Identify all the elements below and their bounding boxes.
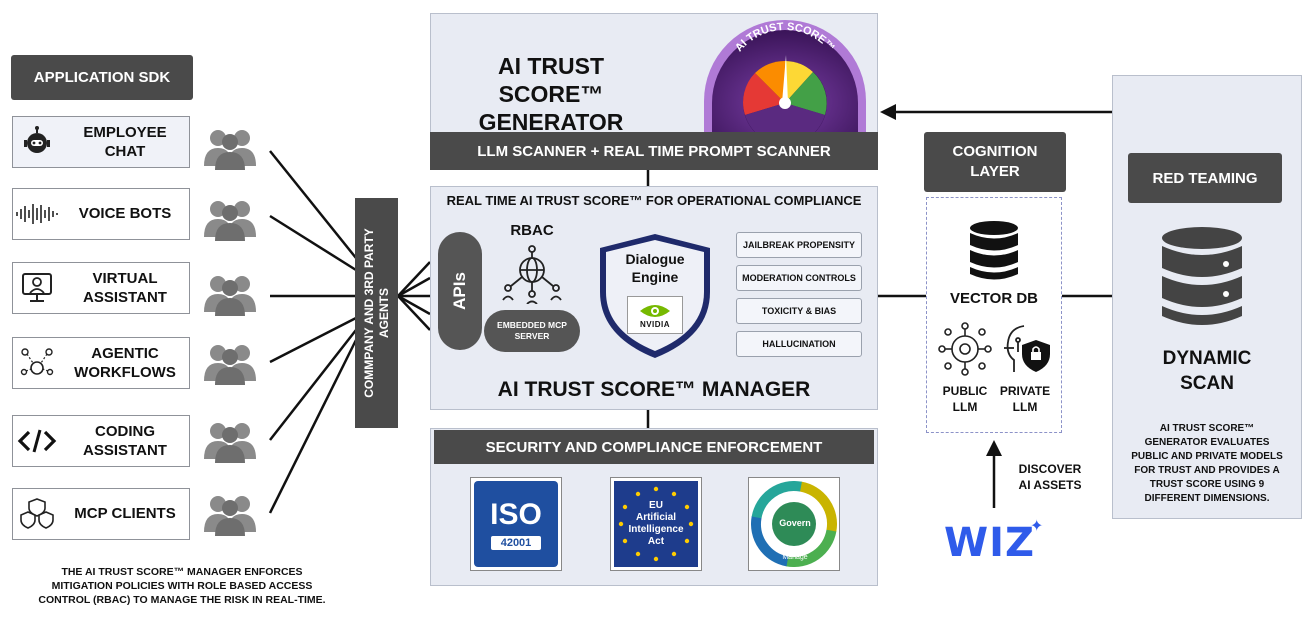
sdk-item-label: EMPLOYEE CHAT	[83, 123, 167, 161]
trust-gauge-icon: AI TRUST SCORE™	[704, 20, 866, 133]
private-llm-label: PRIVATE LLM	[999, 384, 1051, 414]
sdk-item-agentic-workflows[interactable]: AGENTIC WORKFLOWS	[12, 337, 190, 389]
iso-number: 42001	[490, 536, 542, 550]
nvidia-eye-icon	[640, 304, 670, 317]
sdk-item-voice-bots[interactable]: VOICE BOTS	[12, 188, 190, 240]
rbac-network-icon	[502, 245, 562, 304]
sdk-item-label: AGENTIC WORKFLOWS	[74, 344, 176, 382]
red-team-description: AI TRUST SCORE™ GENERATOR EVALUATES PUBL…	[1131, 423, 1283, 504]
agents-bar: COMMPANY AND 3RD PARTY AGENTS	[355, 198, 398, 428]
rbac-label: RBAC	[510, 222, 554, 239]
sdk-item-label: VIRTUAL ASSISTANT	[83, 269, 167, 307]
sdk-item-label: VOICE BOTS	[78, 205, 172, 223]
apis-pill[interactable]: APIs	[438, 232, 482, 350]
check-moderation[interactable]: MODERATION CONTROLS	[736, 265, 862, 291]
dynamic-scan-label: DYNAMIC SCAN	[1162, 348, 1252, 394]
iso-label: ISO	[490, 498, 542, 531]
sdk-item-employee-chat[interactable]: EMPLOYEE CHAT	[12, 116, 190, 168]
users-icon	[204, 276, 256, 316]
dialogue-engine-label: Dialogue Engine	[625, 251, 685, 286]
nist-rmf-badge[interactable]: Govern Manage	[748, 477, 840, 571]
sdk-item-label: MCP CLIENTS	[74, 505, 176, 523]
apis-label: APIs	[449, 272, 469, 310]
code-icon	[17, 429, 57, 453]
dynamic-scan-database-icon	[1162, 227, 1242, 325]
database-icon	[970, 221, 1018, 280]
cognition-panel	[926, 197, 1062, 433]
cognition-title: COGNITION LAYER	[924, 132, 1066, 192]
mcp-server-pill[interactable]: EMBEDDED MCP SERVER	[484, 310, 580, 352]
nist-govern-label: Govern	[779, 518, 811, 528]
waveform-icon	[16, 204, 58, 224]
users-icon	[204, 496, 256, 536]
chatbot-icon	[24, 126, 50, 153]
vector-db-label: VECTOR DB	[949, 290, 1039, 307]
nvidia-logo: NVIDIA	[627, 296, 683, 334]
red-team-title: RED TEAMING	[1128, 153, 1282, 203]
discover-assets-label: DISCOVER AI ASSETS	[1018, 462, 1082, 493]
manager-header: REAL TIME AI TRUST SCORE™ FOR OPERATIONA…	[446, 193, 862, 208]
public-llm-icon	[938, 322, 992, 376]
shield-cluster-icon	[20, 498, 54, 529]
nvidia-label: NVIDIA	[639, 319, 671, 329]
users-icon	[204, 345, 256, 385]
sdk-item-coding-assistant[interactable]: CODING ASSISTANT	[12, 415, 190, 467]
eu-act-label: EU Artificial Intelligence Act	[628, 500, 684, 547]
agents-bar-label: COMMPANY AND 3RD PARTY AGENTS	[361, 228, 391, 398]
users-icon	[204, 201, 256, 241]
sdk-item-virtual-assistant[interactable]: VIRTUAL ASSISTANT	[12, 262, 190, 314]
enforcement-title: SECURITY AND COMPLIANCE ENFORCEMENT	[434, 430, 874, 464]
sparkle-icon: ✦	[1030, 518, 1044, 535]
nist-rmf-icon	[751, 481, 837, 567]
check-toxicity[interactable]: TOXICITY & BIAS	[736, 298, 862, 324]
iso-42001-badge[interactable]: ISO 42001	[470, 477, 562, 571]
manager-title: AI TRUST SCORE™ MANAGER	[497, 378, 811, 401]
scanner-bar: LLM SCANNER + REAL TIME PROMPT SCANNER	[430, 132, 878, 170]
sdk-item-mcp-clients[interactable]: MCP CLIENTS	[12, 488, 190, 540]
check-hallucination[interactable]: HALLUCINATION	[736, 331, 862, 357]
assistant-icon	[22, 273, 52, 302]
private-llm-icon	[1004, 325, 1050, 372]
users-icon	[204, 130, 256, 170]
wiz-logo: WIZ	[944, 520, 1036, 566]
users-icon	[204, 423, 256, 463]
check-jailbreak[interactable]: JAILBREAK PROPENSITY	[736, 232, 862, 258]
sdk-item-label: CODING ASSISTANT	[83, 422, 167, 460]
sdk-note: THE AI TRUST SCORE™ MANAGER ENFORCES MIT…	[38, 566, 326, 607]
public-llm-label: PUBLIC LLM	[942, 384, 988, 414]
eu-ai-act-badge[interactable]: EU Artificial Intelligence Act	[610, 477, 702, 571]
eu-stars-icon	[618, 486, 694, 562]
workflow-icon	[20, 348, 54, 376]
generator-title: AI TRUST SCORE™ GENERATOR	[478, 53, 624, 136]
nist-manage-label: Manage	[782, 554, 808, 561]
application-sdk-title: APPLICATION SDK	[11, 55, 193, 100]
